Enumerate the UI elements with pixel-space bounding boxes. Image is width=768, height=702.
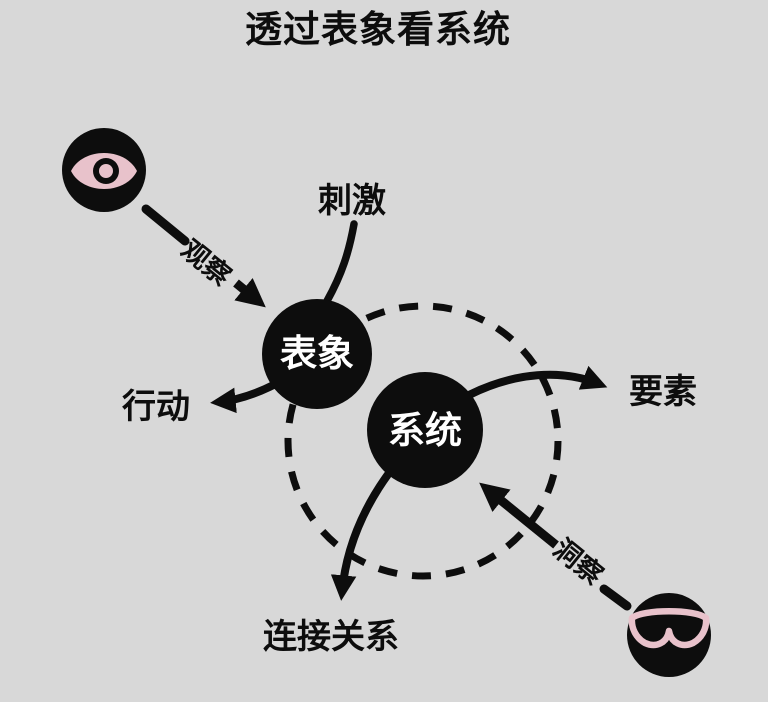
insight-arrow-head-segment bbox=[479, 482, 559, 549]
connections-label: 连接关系 bbox=[263, 618, 399, 656]
system-boundary-circle bbox=[284, 302, 562, 580]
system-node-label: 系统 bbox=[388, 410, 462, 452]
appearance-node-label: 表象 bbox=[280, 333, 354, 375]
page-title: 透过表象看系统 bbox=[245, 9, 511, 51]
connections-arrow bbox=[330, 470, 393, 601]
sunglasses-icon-glasses bbox=[628, 608, 710, 649]
insight-arrow-dash bbox=[599, 584, 632, 611]
eye-icon-pupil-center bbox=[99, 164, 113, 178]
system-node-circle bbox=[367, 372, 483, 488]
appearance-node: 表象 bbox=[262, 299, 372, 409]
observe-arrow bbox=[141, 204, 266, 308]
observe-arrow-dash bbox=[141, 204, 190, 246]
stimulus-label: 刺激 bbox=[318, 182, 386, 220]
sunglasses-icon bbox=[627, 593, 711, 677]
observe-arrow-head-segment bbox=[233, 278, 266, 308]
eye-icon bbox=[62, 128, 146, 212]
insight-arrow bbox=[479, 482, 632, 611]
stimulus-curve bbox=[323, 220, 358, 305]
system-node: 系统 bbox=[367, 372, 483, 488]
elements-label: 要素 bbox=[629, 373, 697, 411]
elements-arrow bbox=[467, 365, 608, 399]
appearance-node-circle bbox=[262, 299, 372, 409]
action-label: 行动 bbox=[122, 388, 190, 426]
